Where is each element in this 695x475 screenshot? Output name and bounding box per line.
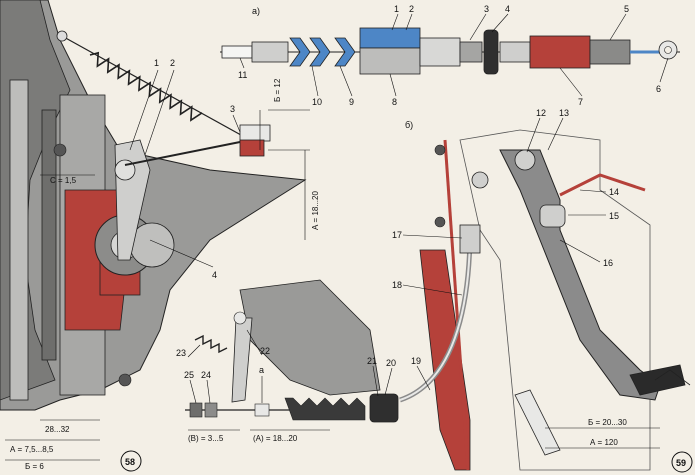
fig58-dimensions bbox=[5, 109, 310, 461]
return-spring bbox=[89, 51, 203, 122]
dim-a-18-20-vertical: А = 18...20 bbox=[311, 191, 320, 230]
pedal-label-23: 23 bbox=[176, 348, 186, 358]
dim-a-120: А = 120 bbox=[590, 438, 618, 447]
cable-label-2: 2 bbox=[409, 4, 414, 14]
fig58-label-4: 4 bbox=[212, 270, 217, 280]
subfigure-a-label: а) bbox=[252, 6, 260, 16]
dim-a-18-20-horizontal: (А) = 18...20 bbox=[253, 434, 298, 443]
release-linkage bbox=[185, 279, 399, 423]
fig59-dimensions bbox=[188, 427, 660, 449]
cable-label-9: 9 bbox=[349, 97, 354, 107]
pedal-label-20: 20 bbox=[386, 358, 396, 368]
pedal-label-a: а bbox=[259, 365, 264, 375]
dim-b-3-5: (В) = 3...5 bbox=[188, 434, 224, 443]
dim-b-6: Б = 6 bbox=[25, 462, 44, 471]
cable-assembly bbox=[220, 27, 680, 75]
pedal-label-14: 14 bbox=[609, 187, 619, 197]
cable-label-1: 1 bbox=[394, 4, 399, 14]
cable-label-5: 5 bbox=[624, 4, 629, 14]
pedal-label-13: 13 bbox=[559, 108, 569, 118]
pedal-label-24: 24 bbox=[201, 370, 211, 380]
pedal-label-21: 21 bbox=[367, 356, 377, 366]
pedal-label-12: 12 bbox=[536, 108, 546, 118]
pedal-callouts bbox=[187, 117, 607, 404]
clutch-housing-assembly bbox=[0, 0, 307, 411]
figure-59-number: 59 bbox=[676, 458, 686, 468]
pedal-mechanism bbox=[399, 129, 691, 471]
cable-label-8: 8 bbox=[392, 97, 397, 107]
dim-b-20-30: Б = 20...30 bbox=[588, 418, 627, 427]
pedal-label-17: 17 bbox=[392, 230, 402, 240]
fig58-callouts bbox=[129, 69, 241, 268]
fig58-label-2: 2 bbox=[170, 58, 175, 68]
figure-58-number: 58 bbox=[125, 457, 135, 467]
cable-label-4: 4 bbox=[505, 4, 510, 14]
cable-label-3: 3 bbox=[484, 4, 489, 14]
fig58-label-1: 1 bbox=[154, 58, 159, 68]
pedal-label-16: 16 bbox=[603, 258, 613, 268]
subfigure-b-label: б) bbox=[405, 120, 413, 130]
pedal-label-25: 25 bbox=[184, 370, 194, 380]
cable-label-11: 11 bbox=[238, 70, 247, 80]
dim-c-15: С = 1,5 bbox=[50, 176, 77, 185]
fig58-label-3: 3 bbox=[230, 104, 235, 114]
pedal-label-19: 19 bbox=[411, 356, 421, 366]
dim-a-7-5-8-5: А = 7,5...8,5 bbox=[10, 445, 54, 454]
dim-28-32: 28...32 bbox=[45, 425, 70, 434]
figure-58-badge bbox=[120, 450, 142, 472]
pedal-label-15: 15 bbox=[609, 211, 619, 221]
figure-59-badge bbox=[671, 451, 693, 473]
cable-label-7: 7 bbox=[578, 97, 583, 107]
pedal-label-22: 22 bbox=[260, 346, 270, 356]
cable-label-10: 10 bbox=[312, 97, 322, 107]
dim-b-12: Б = 12 bbox=[273, 78, 282, 102]
cable-assembly-callouts bbox=[239, 13, 669, 97]
pedal-label-18: 18 bbox=[392, 280, 402, 290]
cable-label-6: 6 bbox=[656, 84, 661, 94]
